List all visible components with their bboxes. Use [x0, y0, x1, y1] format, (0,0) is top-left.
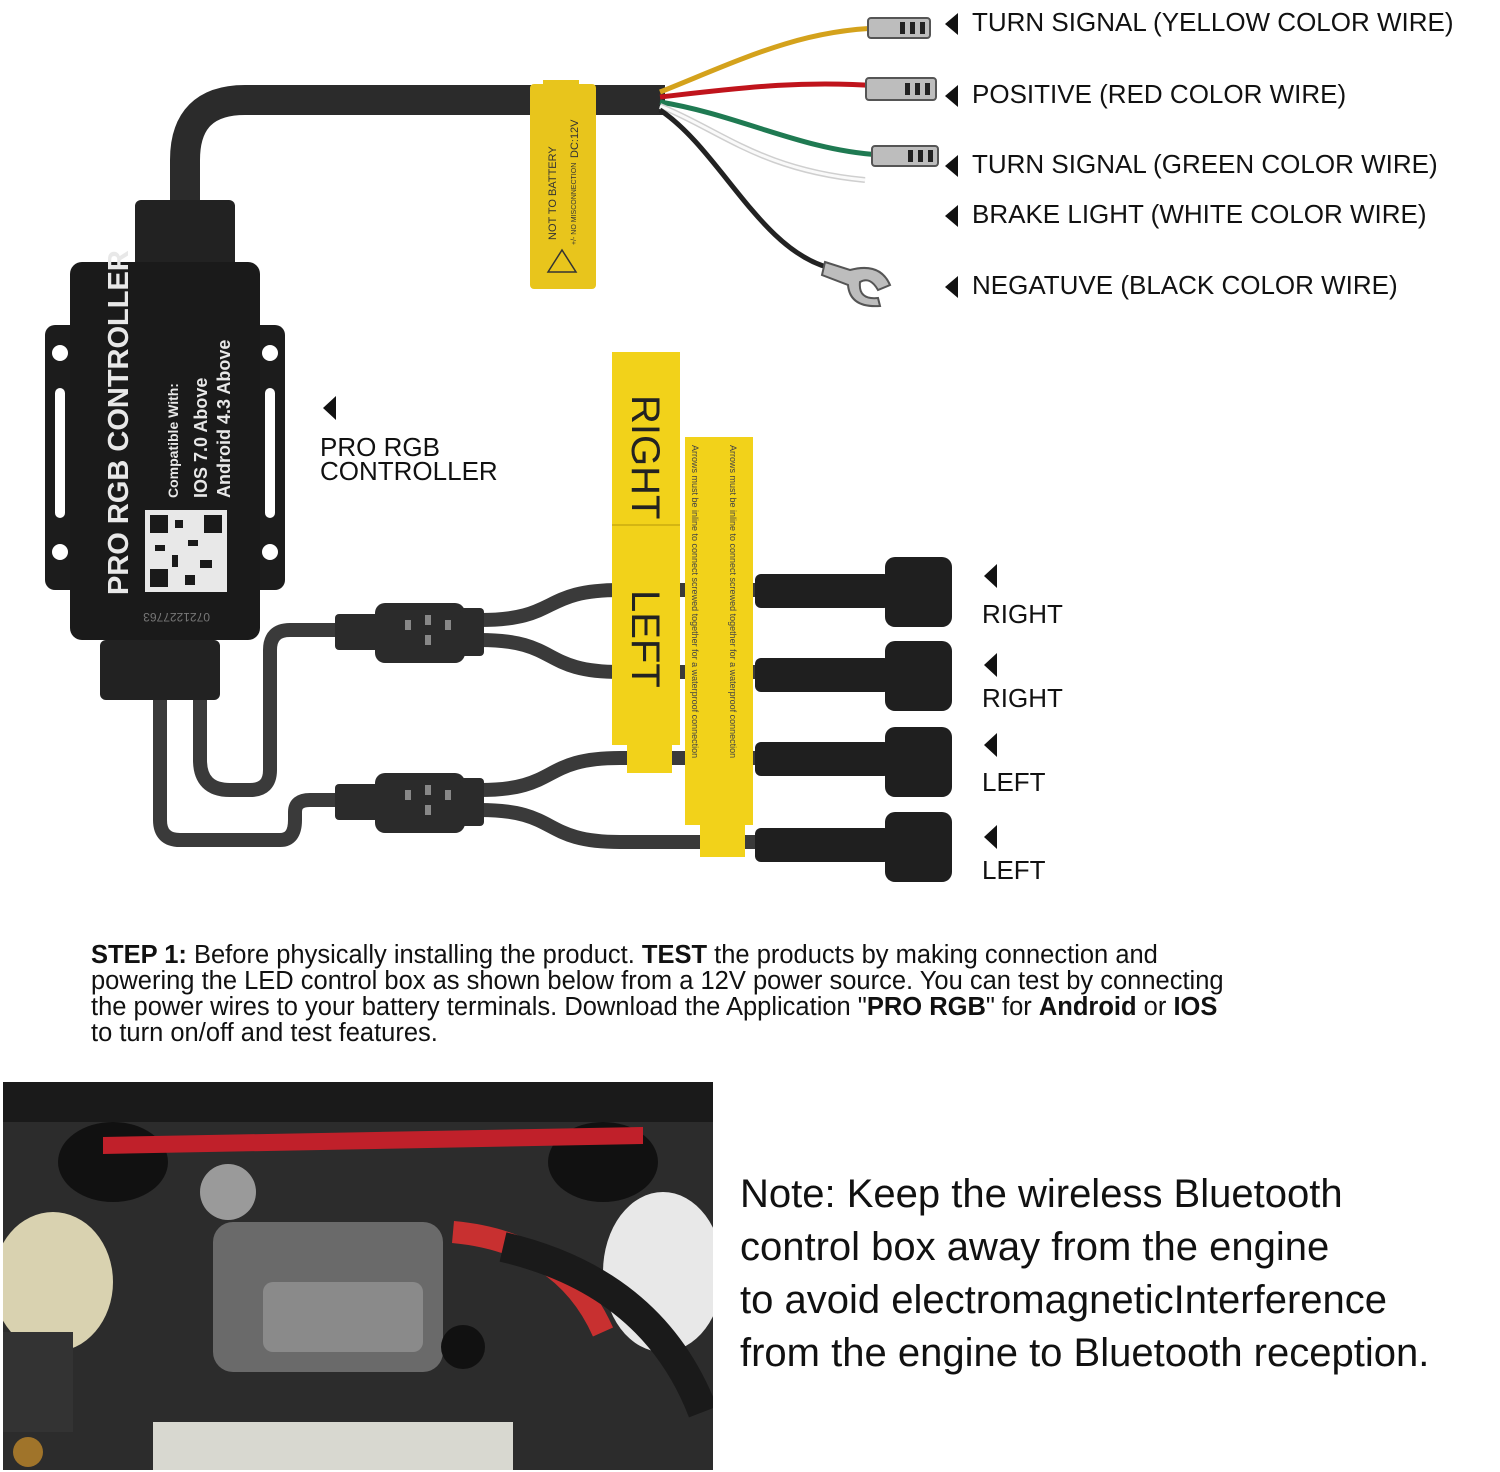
arrow-left-icon: [945, 205, 958, 228]
warning-line-2: +/- NO MISCONNECTION: [571, 163, 578, 245]
black-wire: [658, 107, 831, 271]
note-text: Note: Keep the wireless Bluetooth contro…: [740, 1172, 1430, 1375]
power-cable: [170, 85, 665, 215]
wiring-diagram: NOT TO BATTERY +/- NO MISCONNECTION DC:1…: [45, 17, 952, 882]
yellow-wire: [659, 25, 881, 95]
arrow-left-icon: [984, 564, 997, 588]
compat-ios: IOS 7.0 Above: [191, 378, 211, 498]
controller-box: PRO RGB CONTROLLER Compatible With: IOS …: [45, 200, 285, 700]
splitter-connector: [335, 603, 484, 833]
arrow-left-icon: [945, 155, 958, 178]
green-wire: [659, 99, 881, 158]
wire-label-yellow: TURN SIGNAL (YELLOW COLOR WIRE): [945, 8, 1454, 36]
arrow-left-icon: [323, 396, 336, 420]
output-cables: [153, 583, 760, 849]
ring-terminal-icon: [820, 260, 892, 308]
wire-label-red: POSITIVE (RED COLOR WIRE): [945, 80, 1346, 108]
output-label-left-1: LEFT: [982, 767, 1046, 797]
engine-bay-photo: [3, 1082, 713, 1470]
tag-instruction-1: Arrows must be inline to connect screwed…: [690, 445, 700, 758]
wire-label-black: NEGATUVE (BLACK COLOR WIRE): [945, 271, 1398, 299]
compat-android: Android 4.3 Above: [214, 340, 234, 498]
warning-line-3: DC:12V: [569, 119, 581, 158]
tag-right-text: RIGHT: [623, 395, 667, 519]
output-label-right-2: RIGHT: [982, 683, 1063, 713]
arrow-left-icon: [945, 13, 958, 36]
serial-number: 0721227763: [143, 610, 210, 624]
controller-label: PRO RGB CONTROLLER: [320, 432, 498, 486]
right-left-tag: RIGHT LEFT Arrows must be inline to conn…: [612, 352, 753, 857]
output-label-left-2: LEFT: [982, 855, 1046, 885]
arrow-left-icon: [945, 85, 958, 108]
output-label-right-1: RIGHT: [982, 599, 1063, 629]
arrow-left-icon: [945, 276, 958, 299]
warning-line-1: NOT TO BATTERY: [547, 146, 559, 240]
controller-title: PRO RGB CONTROLLER: [103, 250, 135, 595]
arrow-left-icon: [984, 653, 997, 677]
white-wire: [658, 103, 866, 183]
arrow-left-icon: [984, 825, 997, 849]
step-instructions: STEP 1: Before physically installing the…: [91, 941, 1224, 1047]
warning-tag: NOT TO BATTERY +/- NO MISCONNECTION DC:1…: [530, 80, 596, 289]
tag-left-text: LEFT: [623, 590, 667, 688]
tag-instruction-2: Arrows must be inline to connect screwed…: [728, 445, 738, 758]
wire-label-white: BRAKE LIGHT (WHITE COLOR WIRE): [945, 200, 1427, 228]
arrow-left-icon: [984, 733, 997, 757]
qr-code-icon: [145, 510, 227, 592]
compat-heading: Compatible With:: [165, 383, 181, 498]
wire-label-green: TURN SIGNAL (GREEN COLOR WIRE): [945, 150, 1438, 178]
output-connectors: [755, 557, 952, 882]
white-wire-core: [659, 104, 866, 182]
red-wire: [659, 81, 881, 100]
